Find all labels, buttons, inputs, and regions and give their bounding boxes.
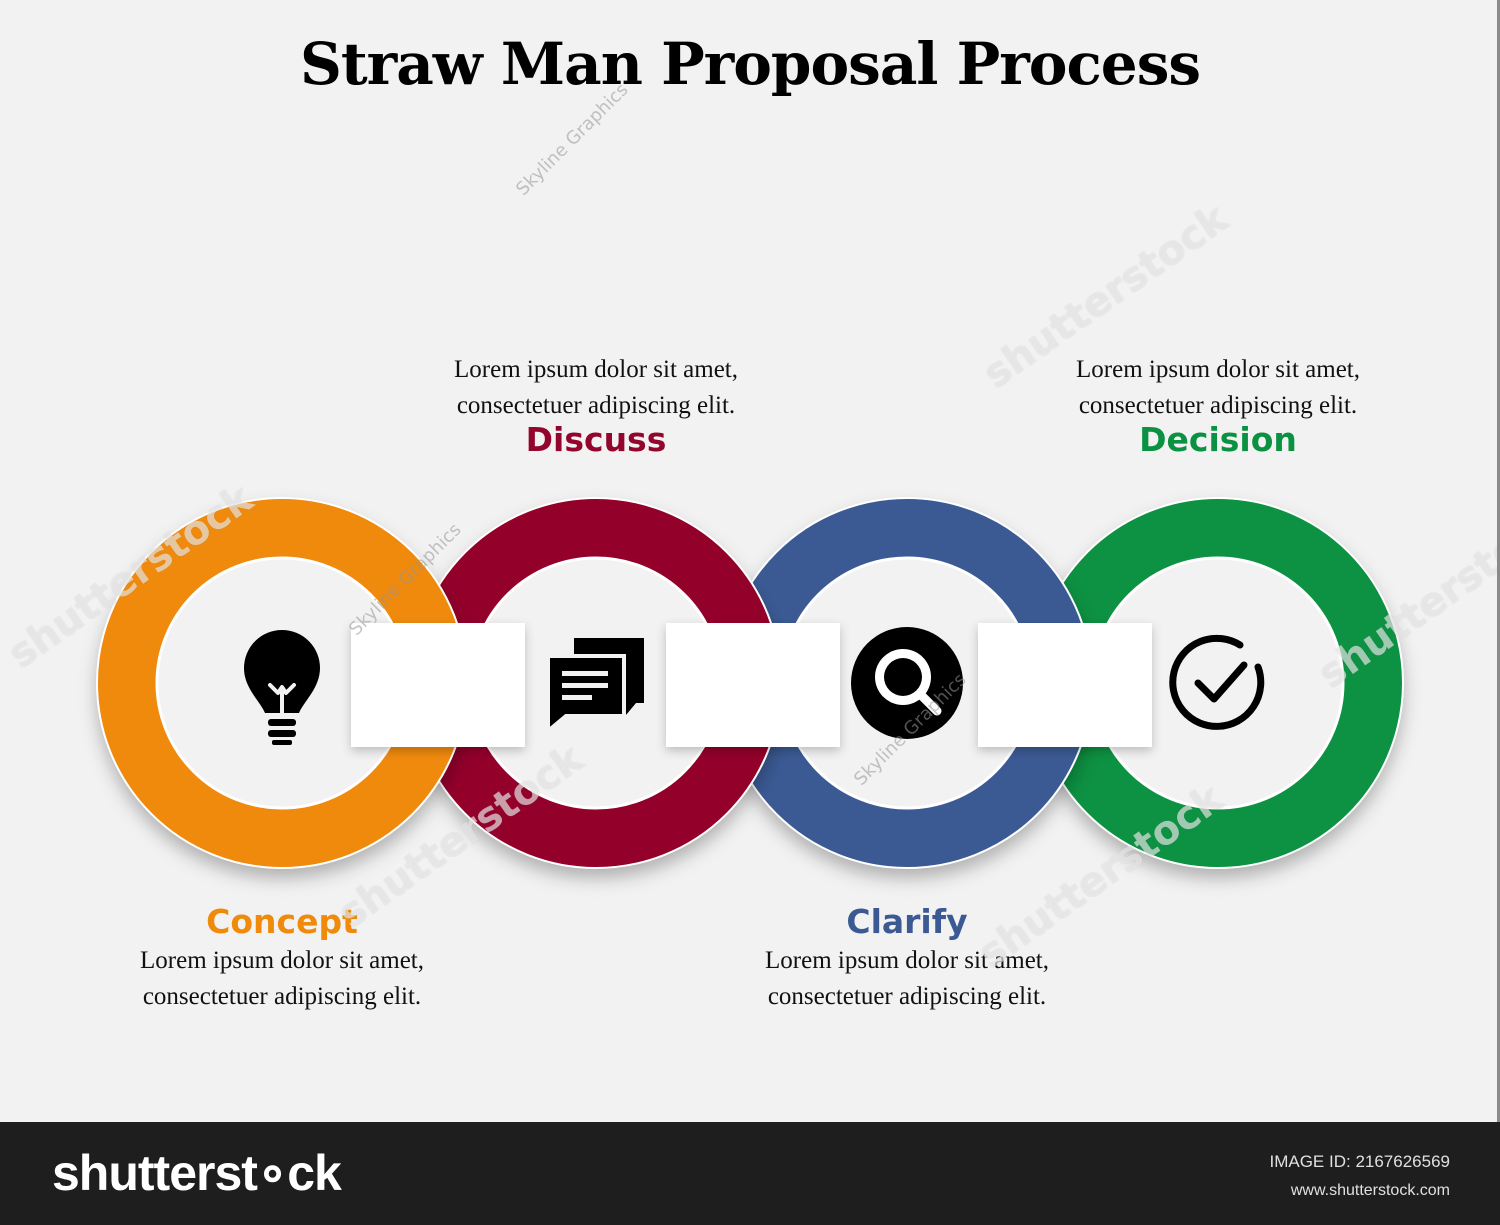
checkmark-circle-icon: [1169, 634, 1265, 730]
connector-block-1: [351, 623, 525, 747]
decision-label: Decision: [1139, 420, 1297, 459]
diagram-canvas: Straw Man Proposal Process: [0, 0, 1500, 1122]
discuss-description-line2: consectetuer adipiscing elit.: [456, 392, 736, 419]
connector-block-3: [978, 623, 1152, 747]
clarify-description: Lorem ipsum dolor sit amet, consectetuer…: [697, 943, 1117, 1015]
footer-logo: shutterst∘ck: [52, 1145, 342, 1201]
footer-url: www.shutterstock.com: [1290, 1182, 1450, 1199]
chat-bubbles-icon: [546, 638, 644, 736]
concept-description: Lorem ipsum dolor sit amet, consectetuer…: [72, 943, 492, 1015]
discuss-description: Lorem ipsum dolor sit amet, consectetuer…: [386, 352, 806, 424]
concept-description-line2: consectetuer adipiscing elit.: [142, 983, 422, 1010]
decision-description: Lorem ipsum dolor sit amet, consectetuer…: [1008, 352, 1428, 424]
clarify-description-line1: Lorem ipsum dolor sit amet,: [765, 947, 1049, 974]
discuss-description-line1: Lorem ipsum dolor sit amet,: [454, 356, 738, 383]
clarify-label: Clarify: [846, 902, 968, 941]
decision-description-line1: Lorem ipsum dolor sit amet,: [1076, 356, 1360, 383]
magnifier-icon: [851, 627, 963, 739]
diagram-title: Straw Man Proposal Process: [299, 30, 1201, 98]
footer-image-id: IMAGE ID: 2167626569: [1269, 1152, 1450, 1171]
discuss-label: Discuss: [525, 420, 667, 459]
clarify-description-line2: consectetuer adipiscing elit.: [767, 983, 1047, 1010]
concept-description-line1: Lorem ipsum dolor sit amet,: [140, 947, 424, 974]
decision-description-line2: consectetuer adipiscing elit.: [1078, 392, 1358, 419]
concept-label: Concept: [206, 902, 358, 941]
stock-footer: shutterst∘ck IMAGE ID: 2167626569 www.sh…: [0, 1122, 1500, 1225]
ring-chain: [96, 497, 1404, 869]
connector-block-2: [666, 623, 840, 747]
lightbulb-icon: [244, 630, 320, 745]
